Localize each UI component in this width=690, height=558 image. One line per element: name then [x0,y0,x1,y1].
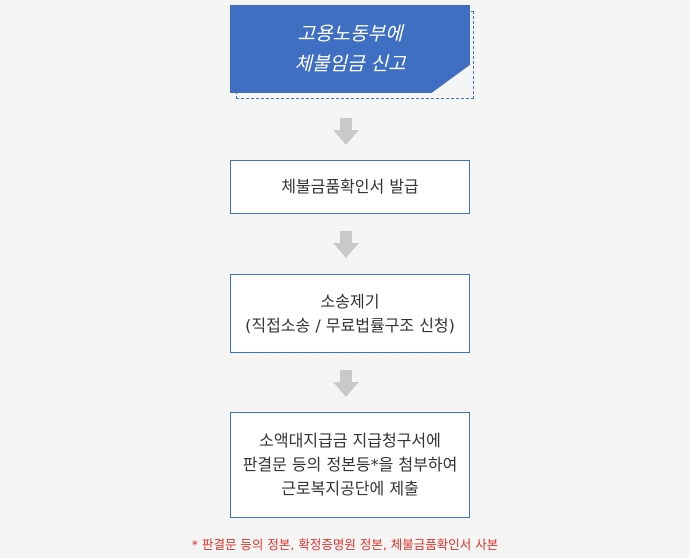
step-unpaid-wage-certificate: 체불금품확인서 발급 [230,160,470,214]
step-label-line: 근로복지공단에 제출 [281,479,419,498]
step-label-line: 고용노동부에 [297,23,403,45]
step-label-line: (직접소송 / 무료법률구조 신청) [245,315,455,335]
step-label-line: 판결문 등의 정본등*을 첨부하여 [242,455,458,474]
step-label-line: 소액대지급금 지급청구서에 [259,431,441,450]
down-arrow-icon [333,231,359,259]
step-label-line: 소송제기 [320,291,380,311]
step-label-line: 체불임금 신고 [294,53,406,75]
step-report-box: 고용노동부에 체불임금 신고 [230,5,470,93]
down-arrow-icon [333,118,359,146]
step-file-lawsuit: 소송제기 (직접소송 / 무료법률구조 신청) [230,274,470,353]
step-report-to-ministry: 고용노동부에 체불임금 신고 [230,5,476,100]
footnote: * 판결문 등의 정본, 확정증명원 정본, 체불금품확인서 사본 [191,537,499,552]
step-label-line: 체불금품확인서 발급 [281,177,419,196]
down-arrow-icon [333,370,359,398]
step-submit-claim: 소액대지급금 지급청구서에 판결문 등의 정본등*을 첨부하여 근로복지공단에 … [230,412,470,518]
